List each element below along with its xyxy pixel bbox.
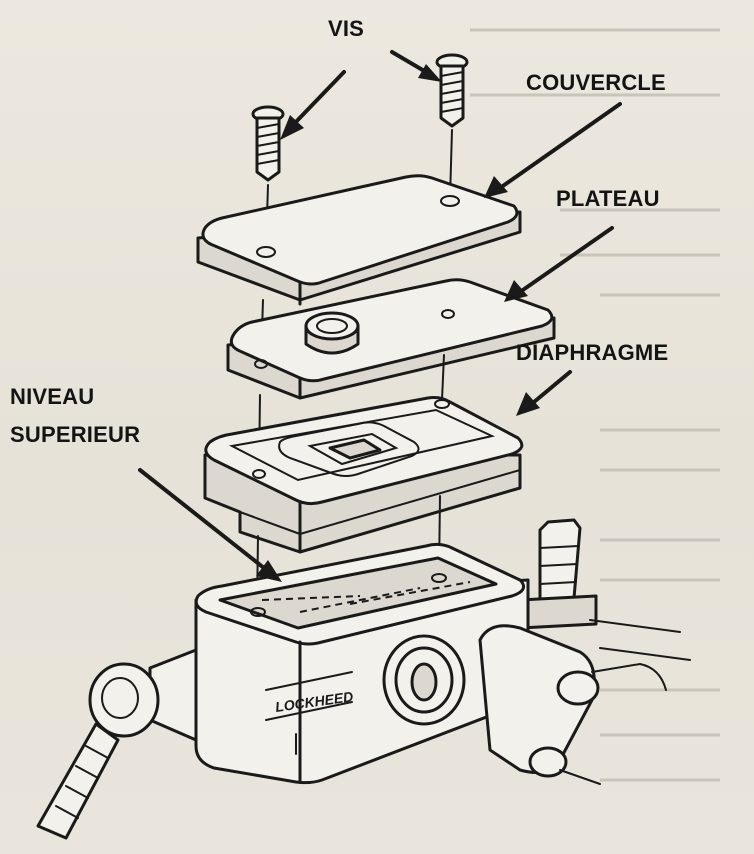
- arrow-niveau-head: [256, 560, 282, 582]
- label-diaphragme: DIAPHRAGME: [516, 340, 669, 365]
- arrow-couvercle: [498, 102, 622, 190]
- axis-plate-diaphragm-right: [441, 354, 445, 401]
- reservoir-body: LOCKHEED: [194, 542, 530, 785]
- plate-part: [226, 278, 556, 400]
- arrow-plateau-head: [504, 280, 528, 302]
- screw-left: [251, 105, 285, 182]
- fitting-left: [36, 648, 198, 840]
- label-couvercle: COUVERCLE: [526, 70, 666, 95]
- cover-part: [196, 174, 522, 306]
- arrow-plateau: [518, 226, 614, 294]
- arrow-vis-left: [290, 70, 346, 128]
- arrow-vis-left-head: [280, 115, 304, 140]
- arrow-vis-right: [390, 50, 428, 74]
- hose-right: [518, 518, 691, 661]
- arrow-vis-right-head: [418, 64, 442, 82]
- plate-boss: [304, 311, 360, 355]
- fitting-right: [478, 624, 667, 785]
- arrow-diaphragme-head: [516, 392, 540, 416]
- arrow-couvercle-head: [484, 176, 508, 198]
- label-plateau: PLATEAU: [556, 186, 660, 211]
- label-vis: VIS: [328, 16, 365, 41]
- background-text-ghost: [470, 28, 720, 782]
- arrow-diaphragme: [532, 370, 572, 404]
- callout-arrows: [138, 50, 622, 582]
- sight-glass: [382, 634, 466, 726]
- diaphragm-part: [203, 396, 524, 554]
- label-superieur: SUPERIEUR: [10, 422, 141, 447]
- screw-right: [435, 53, 469, 128]
- arrow-niveau: [138, 468, 266, 570]
- label-niveau: NIVEAU: [10, 384, 95, 409]
